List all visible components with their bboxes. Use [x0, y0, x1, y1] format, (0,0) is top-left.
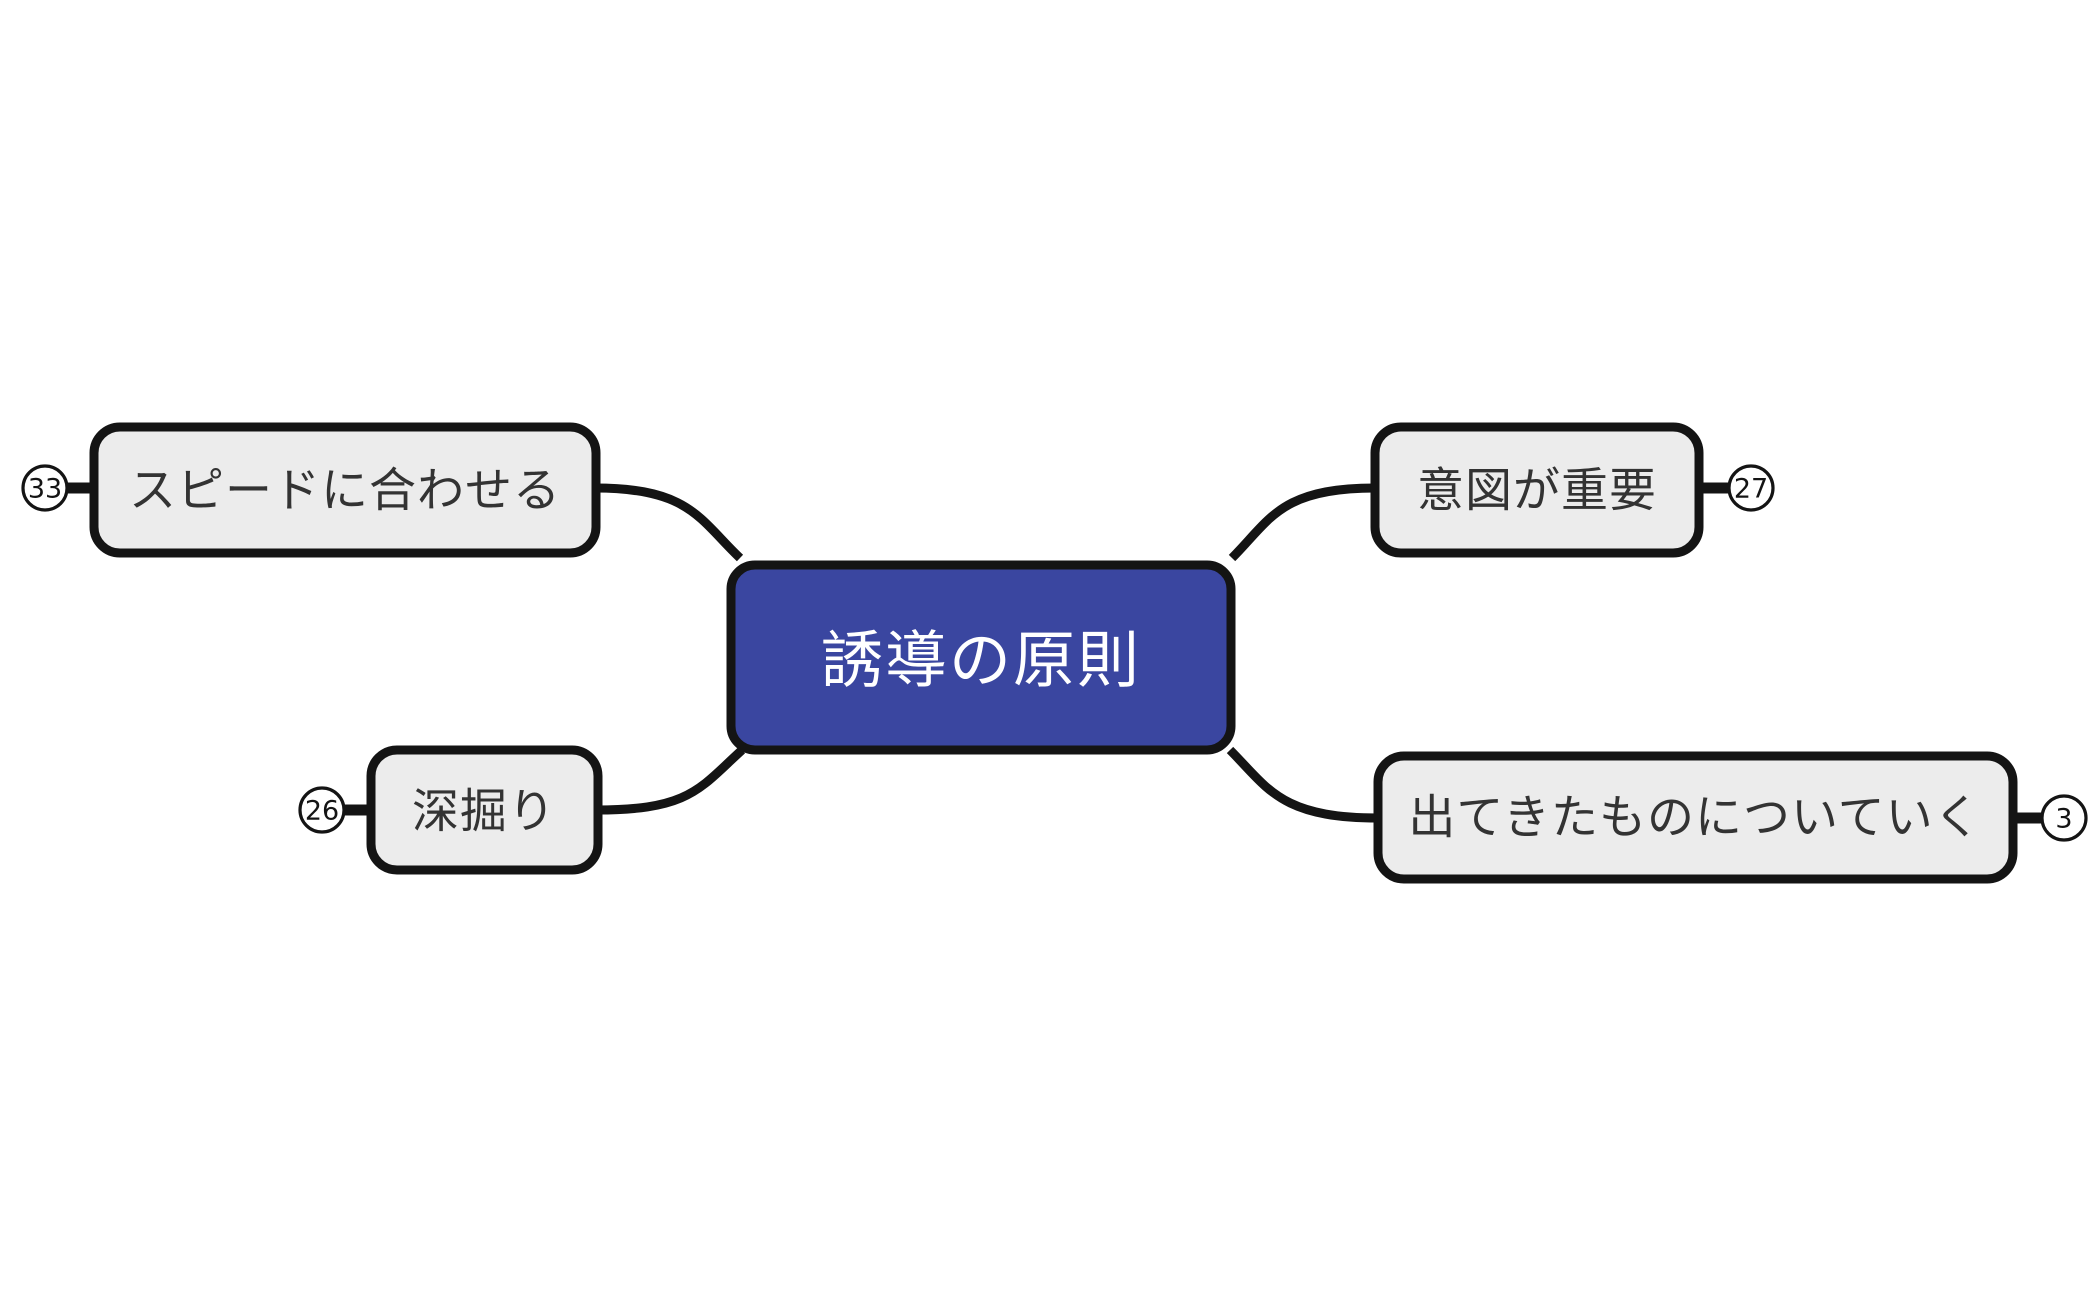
- connector-root-to-bottom-left: [596, 746, 746, 815]
- node-label-top-right: 意図が重要: [1417, 464, 1657, 519]
- root-label: 誘導の原則: [821, 624, 1141, 697]
- connector-root-to-top-right: [1228, 483, 1376, 562]
- node-box-top-left[interactable]: [89, 422, 601, 558]
- branch-node-bottom-right[interactable]: 3 出てきたものについていく: [1373, 751, 2088, 884]
- node-box-root[interactable]: [726, 560, 1236, 755]
- node-label-bottom-right: 出てきたものについていく: [1408, 791, 1981, 846]
- badge-label-top-right: 27: [1734, 474, 1768, 505]
- branch-node-top-left[interactable]: 33 スピードに合わせる: [21, 422, 601, 558]
- badge-label-top-left: 33: [28, 474, 62, 505]
- root-node[interactable]: 誘導の原則: [726, 560, 1236, 755]
- badge-circle-bottom-right: [2040, 794, 2088, 842]
- node-label-bottom-left: 深掘り: [412, 785, 556, 840]
- node-box-bottom-right[interactable]: [1373, 751, 2018, 884]
- branch-node-bottom-left[interactable]: 26 深掘り: [298, 745, 603, 875]
- node-label-top-left: スピードに合わせる: [129, 464, 561, 519]
- badge-circle-bottom-left: [298, 786, 346, 834]
- badge-label-bottom-right: 3: [2055, 804, 2072, 835]
- connector-group: [594, 483, 1379, 823]
- node-box-bottom-left[interactable]: [366, 745, 603, 875]
- badge-circle-top-left: [21, 464, 69, 512]
- branch-node-top-right[interactable]: 27 意図が重要: [1370, 422, 1775, 558]
- connector-root-to-top-left: [594, 483, 744, 562]
- badge-label-bottom-left: 26: [305, 796, 339, 827]
- badge-circle-top-right: [1727, 464, 1775, 512]
- connector-root-to-bottom-right: [1226, 746, 1379, 823]
- node-box-top-right[interactable]: [1370, 422, 1704, 558]
